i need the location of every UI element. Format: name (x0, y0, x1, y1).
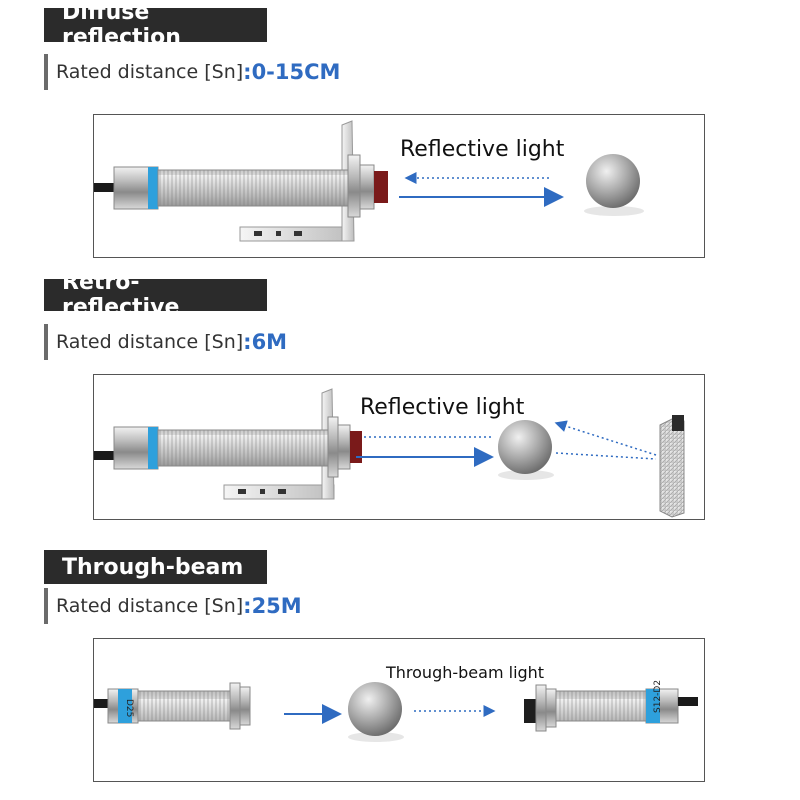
section-tag-diffuse: Diffuse reflection (44, 0, 267, 50)
target-ball (498, 420, 552, 474)
sensor-cable (94, 183, 116, 192)
light-label-diffuse: Reflective light (400, 137, 565, 162)
rated-separator: : (243, 60, 252, 84)
target-ball (348, 682, 402, 736)
section-tag-label: Diffuse reflection (62, 0, 181, 50)
reflector-incoming-dotted (555, 452, 657, 460)
diagram-panel-through-beam: D25 S12-D2 Through-beam light (93, 638, 705, 782)
section-tag-retro: Retro-reflective (44, 270, 267, 320)
light-label-retro: Reflective light (360, 395, 525, 420)
emitter-sensor (107, 682, 251, 730)
sensor-cable (94, 451, 116, 460)
diffuse-diagram (94, 120, 644, 242)
rated-prefix: Rated distance [Sn] (56, 331, 244, 353)
diffuse-sensor (113, 154, 388, 218)
diagram-panel-diffuse: Reflective light (93, 114, 705, 258)
rated-distance-retro: Rated distance [Sn]:6M (44, 324, 287, 360)
diagram-panel-retro: Reflective light (93, 374, 705, 520)
rated-distance-through-beam: Rated distance [Sn]:25M (44, 588, 302, 624)
rated-value: 0-15CM (251, 60, 341, 84)
receiver-model-label: S12-D2 (653, 680, 663, 713)
rated-separator: : (243, 594, 252, 618)
reflector-return-arrow (554, 420, 657, 456)
receiver-cable (678, 697, 698, 706)
emitter-model-label: D25 (124, 699, 134, 717)
target-ball (586, 154, 640, 208)
receiver-sensor (524, 684, 679, 732)
section-tag-label: Through-beam (62, 554, 244, 580)
rated-separator: : (243, 330, 252, 354)
section-tag-label: Retro-reflective (62, 270, 180, 320)
rated-distance-diffuse: Rated distance [Sn]:0-15CM (44, 54, 340, 90)
light-label-through-beam: Through-beam light (386, 663, 545, 682)
rated-prefix: Rated distance [Sn] (56, 595, 244, 617)
rated-prefix: Rated distance [Sn] (56, 61, 244, 83)
rated-value: 6M (251, 330, 288, 354)
rated-value: 25M (251, 594, 302, 618)
retro-sensor (113, 416, 362, 478)
through-beam-diagram: D25 S12-D2 (94, 680, 698, 742)
emitter-cable (94, 699, 110, 708)
reflector-plate (659, 415, 685, 518)
retro-diagram (94, 388, 685, 518)
section-tag-through-beam: Through-beam (44, 550, 267, 584)
